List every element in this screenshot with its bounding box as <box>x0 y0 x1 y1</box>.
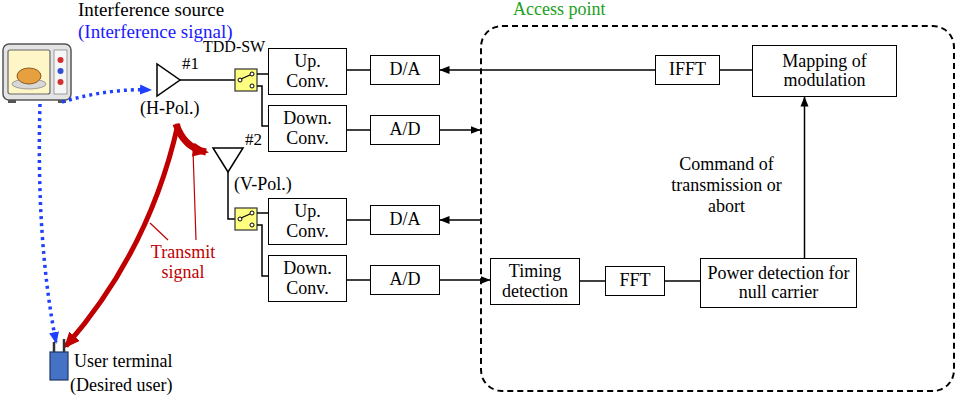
antenna-symbol <box>213 148 243 172</box>
leader-line <box>193 150 196 240</box>
box-text: A/D <box>390 120 421 139</box>
process-box: Timing detection <box>490 258 580 305</box>
antenna-number: #1 <box>182 55 199 74</box>
feed-wire <box>180 79 235 81</box>
source-label: Interference source <box>78 0 224 21</box>
tdd-switch <box>235 69 257 91</box>
connector-label: Command of transmission or abort <box>661 154 793 216</box>
box-text: Down. Conv. <box>274 109 341 147</box>
process-box: D/A <box>370 55 440 85</box>
box-text: Timing detection <box>496 262 574 300</box>
terminal-label: User terminal <box>74 352 172 372</box>
signal-connector <box>347 219 370 221</box>
process-box: IFFT <box>655 55 720 85</box>
antenna-number: #2 <box>245 131 262 150</box>
signal-connector <box>347 279 370 281</box>
user-terminal-icon <box>50 339 68 380</box>
process-box: Down. Conv. <box>268 105 347 152</box>
transmit-arrow <box>66 124 178 346</box>
signal-connector <box>580 280 605 282</box>
signal-connector <box>347 129 370 131</box>
feed-wire <box>228 172 235 219</box>
signal-connector <box>440 219 480 221</box>
signal-connector <box>347 69 370 71</box>
process-box: Mapping of modulation <box>752 45 897 97</box>
process-box: Down. Conv. <box>268 255 347 302</box>
box-text: A/D <box>390 270 421 289</box>
box-text: IFFT <box>669 60 706 79</box>
box-text: D/A <box>390 60 421 79</box>
process-box: Up. Conv. <box>268 48 347 95</box>
tdd-switch <box>235 208 257 230</box>
box-text: Power detection for null carrier <box>706 264 851 302</box>
box-text: Mapping of modulation <box>758 52 891 90</box>
microwave-oven <box>3 44 71 103</box>
process-box: FFT <box>605 266 665 296</box>
box-text: Up. Conv. <box>274 52 341 90</box>
interference-arrow <box>62 90 150 102</box>
signal-connector <box>804 97 806 258</box>
antenna-symbol <box>157 64 180 96</box>
switch-label: TDD-SW <box>203 38 265 56</box>
interference-arrow <box>39 104 56 342</box>
region-heading: Access point <box>513 0 605 20</box>
polarization-label: (V-Pol.) <box>234 175 292 195</box>
box-text: D/A <box>390 210 421 229</box>
process-box: A/D <box>370 115 440 145</box>
terminal-label: (Desired user) <box>70 376 172 396</box>
leader-line <box>150 223 168 240</box>
box-text: Up. Conv. <box>274 202 341 240</box>
process-box: Power detection for null carrier <box>700 258 857 308</box>
polarization-label: (H-Pol.) <box>140 99 200 119</box>
signal-connector <box>440 129 480 131</box>
box-text: FFT <box>619 271 650 290</box>
process-box: D/A <box>370 205 440 235</box>
box-text: Down. Conv. <box>274 259 341 297</box>
signal-label: Transmit signal <box>146 243 220 283</box>
process-box: Up. Conv. <box>268 198 347 245</box>
transmit-arrow <box>176 124 206 152</box>
signal-connector <box>720 69 752 71</box>
process-box: A/D <box>370 265 440 295</box>
signal-connector <box>440 279 490 281</box>
signal-connector <box>440 69 655 71</box>
signal-connector <box>665 280 700 282</box>
